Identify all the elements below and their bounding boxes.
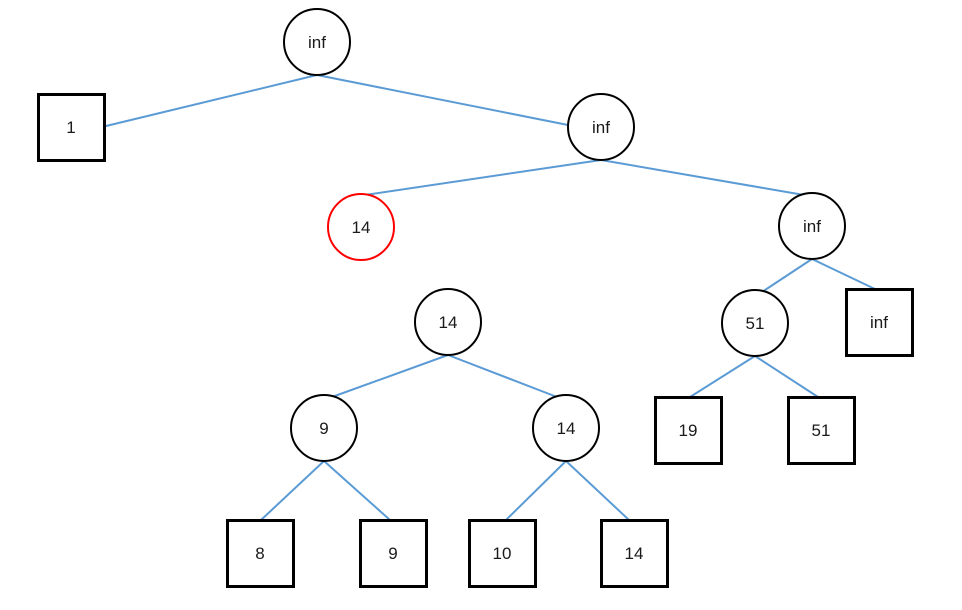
tree-edge-circle-14b-to-square-10 xyxy=(505,460,567,521)
tree-node-leaf-1: 1 xyxy=(36,92,106,162)
tree-node-red-14: 14 xyxy=(327,193,395,261)
tree-node-inf-3: inf xyxy=(778,192,846,260)
tree-edge-circle-9-to-square-9 xyxy=(323,460,391,521)
node-label-red-14: 14 xyxy=(351,217,371,237)
tree-edge-circle-51-to-square-19 xyxy=(689,355,756,398)
tree-edge-root-inf-to-leaf-1 xyxy=(105,74,318,127)
tree-edge-inf-3-to-circle-51 xyxy=(761,258,813,293)
tree-node-square-19: 19 xyxy=(653,395,723,465)
node-label-inf-2: inf xyxy=(592,117,610,137)
tree-edge-circle-14b-to-square-14 xyxy=(565,460,630,521)
tree-edge-inf-2-to-inf-3 xyxy=(600,159,805,196)
node-label-square-14: 14 xyxy=(624,543,644,563)
tree-node-circle-14: 14 xyxy=(414,288,482,356)
tree-node-circle-14b: 14 xyxy=(532,394,600,462)
tree-node-circle-9: 9 xyxy=(290,394,358,462)
tree-node-square-8: 8 xyxy=(225,518,295,588)
tree-edge-inf-3-to-square-inf xyxy=(811,258,878,291)
tree-edge-circle-14-to-circle-14b xyxy=(447,354,558,398)
node-label-square-9: 9 xyxy=(388,543,398,563)
tree-node-square-inf: inf xyxy=(844,287,914,357)
node-label-inf-3: inf xyxy=(803,216,821,236)
tree-edge-circle-9-to-square-8 xyxy=(260,460,325,521)
tree-edge-circle-14-to-circle-9 xyxy=(331,354,449,398)
node-label-circle-51: 51 xyxy=(745,313,765,333)
node-label-square-10: 10 xyxy=(492,543,512,563)
tree-edge-root-inf-to-inf-2 xyxy=(316,74,569,126)
tree-edge-circle-51-to-square-51 xyxy=(754,355,819,398)
node-label-square-19: 19 xyxy=(678,420,698,440)
tree-node-square-10: 10 xyxy=(467,518,537,588)
tree-node-square-51: 51 xyxy=(786,395,856,465)
tree-node-inf-2: inf xyxy=(567,93,635,161)
node-label-square-inf: inf xyxy=(870,312,888,332)
node-label-square-8: 8 xyxy=(255,543,265,563)
tree-node-root-inf: inf xyxy=(283,8,351,76)
node-label-circle-9: 9 xyxy=(319,418,329,438)
tree-edge-inf-2-to-red-14 xyxy=(364,159,602,196)
tree-node-square-9: 9 xyxy=(358,518,428,588)
node-label-leaf-1: 1 xyxy=(66,117,76,137)
node-label-circle-14: 14 xyxy=(438,312,458,332)
node-label-square-51: 51 xyxy=(811,420,831,440)
node-label-root-inf: inf xyxy=(308,32,326,52)
tree-node-circle-51: 51 xyxy=(721,289,789,357)
tree-node-square-14: 14 xyxy=(599,518,669,588)
node-label-circle-14b: 14 xyxy=(556,418,576,438)
